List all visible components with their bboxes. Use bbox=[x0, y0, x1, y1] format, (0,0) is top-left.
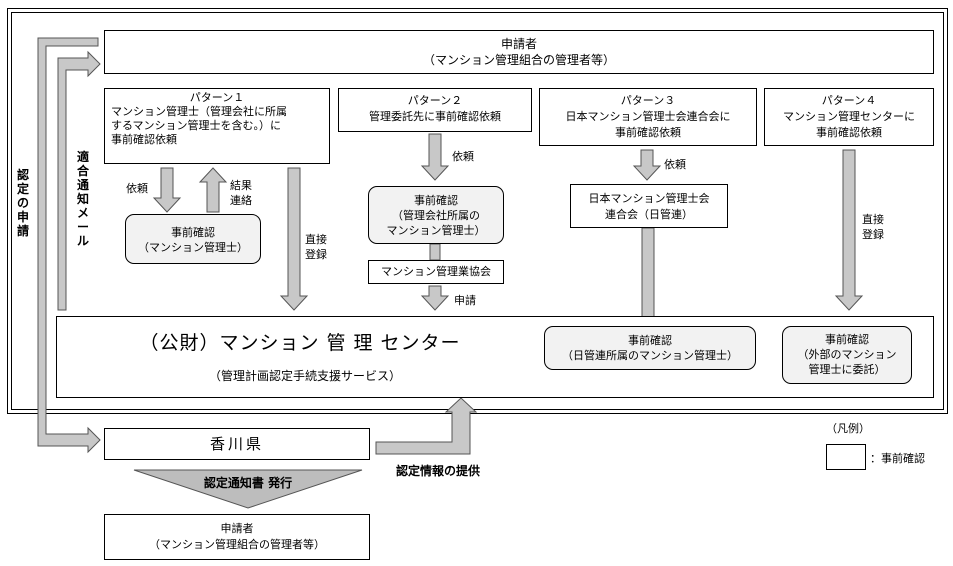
p1-direct-label: 直接 登録 bbox=[305, 232, 327, 262]
p2-request-label: 依頼 bbox=[452, 150, 474, 163]
application-arrow bbox=[37, 37, 101, 454]
legend-item: ：事前確認 bbox=[870, 452, 925, 465]
p1-result-label-1: 結果 bbox=[230, 179, 252, 192]
legend-swatch bbox=[826, 444, 866, 470]
pattern4-body-2: 事前確認依頼 bbox=[816, 126, 882, 139]
p4-direct-label: 直接 登録 bbox=[862, 212, 884, 242]
issue-arrow bbox=[133, 469, 363, 509]
p2-check-3: マンション管理士） bbox=[386, 224, 486, 237]
notification-mail-label: 適合通知メール bbox=[76, 150, 90, 248]
provide-info-arrow bbox=[375, 397, 478, 455]
notification-mail-arrow bbox=[57, 50, 101, 311]
p3-check-box: 事前確認 （日管連所属のマンション管理士） bbox=[544, 326, 756, 370]
p4-check-2: （外部のマンション bbox=[797, 348, 897, 361]
p1-result-label: 結果 連絡 bbox=[230, 178, 252, 208]
p4-check-box: 事前確認 （外部のマンション 管理士に委託） bbox=[782, 326, 912, 384]
notification-mail-label-char: 合 bbox=[76, 164, 89, 178]
notification-mail-label-char: 通 bbox=[76, 178, 89, 192]
p4-check-1: 事前確認 bbox=[825, 333, 869, 346]
application-label-char: 申 bbox=[16, 210, 29, 224]
p1-result-label-2: 連絡 bbox=[230, 194, 252, 207]
p1-direct-2: 登録 bbox=[305, 248, 327, 261]
p1-direct-arrow bbox=[279, 167, 309, 311]
pattern3-body-1: 日本マンション管理士会連合会に bbox=[565, 110, 731, 123]
application-label: 認定の申請 bbox=[16, 168, 30, 238]
pattern4-title: パターン４ bbox=[821, 94, 877, 107]
application-label-char: 認 bbox=[16, 168, 29, 182]
pattern2-title: パターン２ bbox=[407, 94, 463, 107]
p4-direct-2: 登録 bbox=[862, 228, 884, 241]
application-label-char: 定 bbox=[16, 182, 29, 196]
p2-connector bbox=[429, 243, 441, 261]
p1-result-arrow bbox=[198, 167, 228, 213]
notification-mail-label-char: メ bbox=[76, 206, 89, 220]
pattern3-body-2: 事前確認依頼 bbox=[615, 126, 681, 139]
p2-check-1: 事前確認 bbox=[414, 194, 458, 207]
pattern3-title: パターン３ bbox=[620, 94, 676, 107]
p3-request-label: 依頼 bbox=[664, 158, 686, 171]
p1-check-1: 事前確認 bbox=[171, 226, 215, 239]
p1-check-box: 事前確認 （マンション管理士） bbox=[125, 214, 261, 264]
p2-apply-label: 申請 bbox=[454, 294, 476, 307]
notification-mail-label-char: ー bbox=[76, 220, 89, 234]
p2-request-arrow bbox=[420, 133, 450, 181]
kagawa-box: 香川県 bbox=[104, 428, 370, 460]
center-name: （公財）マンション 管 理 センター bbox=[139, 332, 461, 354]
application-label-char: 請 bbox=[16, 224, 29, 238]
application-label-char: の bbox=[16, 196, 29, 210]
notification-mail-label-char: ル bbox=[76, 234, 89, 248]
p3-federation-2: 連合会（日管連） bbox=[605, 208, 693, 221]
p3-request-arrow bbox=[632, 149, 662, 181]
p2-check-2: （管理会社所属の bbox=[392, 209, 480, 222]
notification-mail-label-char: 適 bbox=[76, 150, 89, 164]
pattern4-body-1: マンション管理センターに bbox=[783, 110, 915, 123]
p4-direct-1: 直接 bbox=[862, 213, 884, 226]
p1-direct-1: 直接 bbox=[305, 233, 327, 246]
p2-check-box: 事前確認 （管理会社所属の マンション管理士） bbox=[368, 186, 504, 244]
pattern3-box: パターン３ 日本マンション管理士会連合会に 事前確認依頼 bbox=[539, 88, 757, 146]
pattern4-box: パターン４ マンション管理センターに 事前確認依頼 bbox=[764, 88, 934, 146]
legend-title: （凡例） bbox=[826, 422, 870, 435]
inner-frame bbox=[11, 12, 944, 410]
pattern1-box: パターン１ マンション管理士（管理会社に所属 するマンション管理士を含む。）に … bbox=[104, 88, 330, 164]
p3-federation-box: 日本マンション管理士会 連合会（日管連） bbox=[570, 184, 728, 228]
outer-frame bbox=[7, 8, 948, 414]
notification-mail-label-char: 知 bbox=[76, 192, 89, 206]
applicant-top-box: 申請者 （マンション管理組合の管理者等） bbox=[104, 30, 934, 74]
applicant-top-title: 申請者 bbox=[500, 37, 537, 51]
pattern1-body-3: 事前確認依頼 bbox=[111, 133, 177, 146]
p4-check-3: 管理士に委託） bbox=[808, 363, 886, 376]
applicant-bottom-title: 申請者 bbox=[220, 522, 254, 535]
pattern1-body-2: するマンション管理士を含む。）に bbox=[111, 119, 282, 132]
pattern2-box: パターン２ 管理委託先に事前確認依頼 bbox=[338, 88, 532, 132]
p2-apply-arrow bbox=[420, 285, 450, 311]
p3-check-2: （日管連所属のマンション管理士） bbox=[562, 349, 738, 362]
pattern1-body-1: マンション管理士（管理会社に所属 bbox=[111, 105, 287, 118]
p2-association-box: マンション管理業協会 bbox=[368, 260, 504, 284]
p1-request-arrow bbox=[152, 167, 182, 213]
pattern1-title: パターン１ bbox=[189, 91, 245, 104]
p1-request-label: 依頼 bbox=[126, 182, 148, 195]
provide-info-label: 認定情報の提供 bbox=[396, 464, 481, 478]
pattern2-body-1: 管理委託先に事前確認依頼 bbox=[369, 110, 501, 123]
p3-connector bbox=[641, 227, 655, 329]
issue-label: 認定通知書 発行 bbox=[203, 476, 293, 490]
p4-direct-arrow bbox=[834, 149, 864, 311]
p3-check-1: 事前確認 bbox=[628, 334, 672, 347]
p1-check-2: （マンション管理士） bbox=[138, 241, 248, 254]
applicant-bottom-subtitle: （マンション管理組合の管理者等） bbox=[149, 538, 325, 551]
applicant-bottom-box: 申請者 （マンション管理組合の管理者等） bbox=[104, 514, 370, 560]
center-service: （管理計画認定手続支援サービス） bbox=[208, 369, 401, 383]
applicant-top-subtitle: （マンション管理組合の管理者等） bbox=[422, 53, 615, 67]
p3-federation-1: 日本マンション管理士会 bbox=[588, 192, 710, 205]
